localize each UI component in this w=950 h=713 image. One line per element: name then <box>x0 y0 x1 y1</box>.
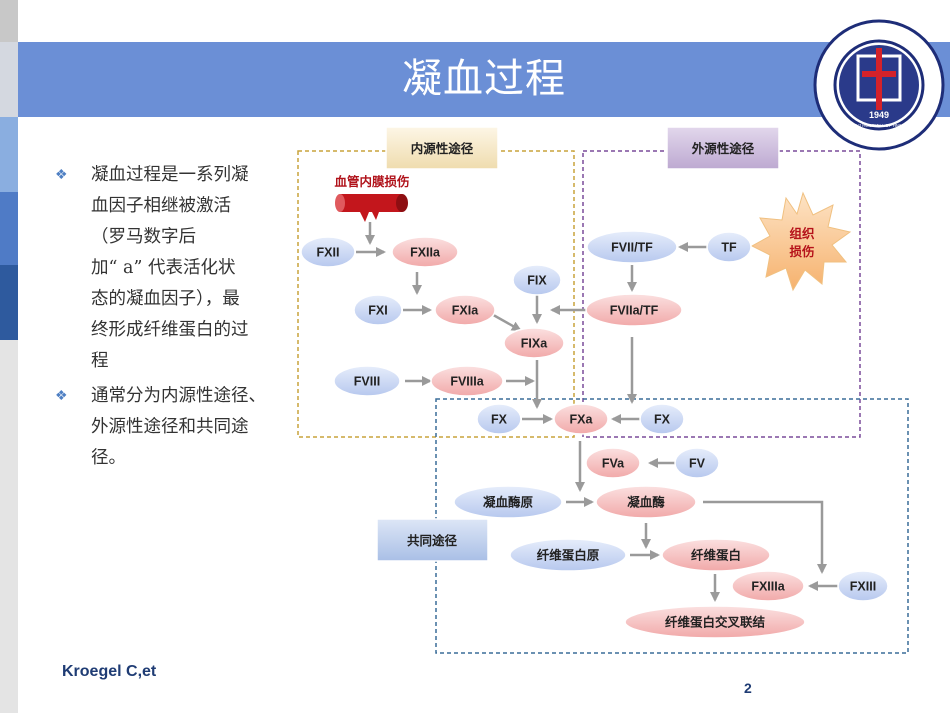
svg-text:TF: TF <box>721 241 737 255</box>
slide-title: 凝血过程 <box>402 56 566 102</box>
node-fxa: FXa <box>553 403 609 435</box>
bullet-text: 通常分为内源性途径、 外源性途径和共同途 径。 <box>91 386 266 468</box>
logo-subtext: 1st HOSPITAL OF HMU <box>855 123 903 128</box>
node-fixa: FIXa <box>503 327 565 359</box>
arrow-thrombin-fxiii <box>703 500 827 574</box>
bullet-text: 凝血过程是一系列凝 血因子相继被激活 （罗马数字后 加“ a” 代表活化状 态的… <box>91 165 249 371</box>
sidebar-strip-3 <box>0 117 18 192</box>
svg-text:FXIII: FXIII <box>850 580 876 594</box>
node-fviii: FVIII <box>333 365 401 397</box>
sidebar-strip-4 <box>0 192 18 265</box>
svg-text:FVIIa/TF: FVIIa/TF <box>610 304 659 318</box>
svg-text:FVII/TF: FVII/TF <box>611 241 653 255</box>
node-fxi: FXI <box>353 294 403 326</box>
sidebar-strip-5 <box>0 265 18 340</box>
bullet-item: ❖ 通常分为内源性途径、 外源性途径和共同途 径。 <box>55 381 305 474</box>
svg-text:FXa: FXa <box>570 413 594 427</box>
node-fxiiia: FXIIIa <box>731 570 805 602</box>
extrinsic-label-box <box>666 126 780 170</box>
node-crosslinked-fibrin: 纤维蛋白交叉联结 <box>624 605 806 639</box>
hospital-logo: 1949 1st HOSPITAL OF HMU <box>813 19 945 151</box>
svg-text:FVIII: FVIII <box>354 375 380 389</box>
svg-text:FXIa: FXIa <box>452 304 479 318</box>
svg-text:纤维蛋白: 纤维蛋白 <box>691 548 741 563</box>
diamond-bullet-icon: ❖ <box>55 388 68 404</box>
node-fix: FIX <box>512 264 562 296</box>
arrows <box>356 222 838 602</box>
node-fvii-tf: FVII/TF <box>586 230 678 264</box>
bullet-item: ❖ 凝血过程是一系列凝 血因子相继被激活 （罗马数字后 加“ a” 代表活化状 … <box>55 160 305 377</box>
intrinsic-label-box <box>385 126 499 170</box>
node-fviiia: FVIIIa <box>430 365 504 397</box>
intrinsic-label: 内源性途径 <box>411 141 474 156</box>
svg-text:FX: FX <box>654 413 671 427</box>
sidebar-strip-6 <box>0 340 18 713</box>
node-fibrinogen: 纤维蛋白原 <box>509 538 627 572</box>
svg-text:纤维蛋白原: 纤维蛋白原 <box>537 548 600 563</box>
svg-text:凝血酶原: 凝血酶原 <box>483 495 534 510</box>
sidebar-strip-1 <box>0 0 18 42</box>
tissue-injury-star: 组织损伤 <box>750 191 852 292</box>
node-fv: FV <box>674 447 720 479</box>
logo-year: 1949 <box>869 110 889 120</box>
extrinsic-region <box>582 150 861 438</box>
vessel-injury-label: 血管内膜损伤 <box>334 174 409 189</box>
svg-text:FXI: FXI <box>368 304 387 318</box>
tissue-injury-label: 组织损伤 <box>789 226 815 259</box>
svg-text:FIX: FIX <box>527 274 547 288</box>
svg-text:FXII: FXII <box>317 246 340 260</box>
bullet-list: ❖ 凝血过程是一系列凝 血因子相继被激活 （罗马数字后 加“ a” 代表活化状 … <box>55 160 305 478</box>
common-label-box <box>376 518 489 562</box>
page-number: 2 <box>744 680 752 696</box>
svg-text:FVIIIa: FVIIIa <box>450 375 484 389</box>
node-fibrin: 纤维蛋白 <box>661 538 771 572</box>
svg-text:纤维蛋白交叉联结: 纤维蛋白交叉联结 <box>665 615 766 630</box>
node-fx-right: FX <box>639 403 685 435</box>
node-prothrombin: 凝血酶原 <box>453 485 563 519</box>
blood-vessel-icon <box>335 194 408 222</box>
node-tf: TF <box>706 231 752 263</box>
node-fva: FVa <box>585 447 641 479</box>
svg-text:FIXa: FIXa <box>521 337 548 351</box>
diamond-bullet-icon: ❖ <box>55 167 68 183</box>
sidebar-strip-2 <box>0 42 18 117</box>
svg-text:FV: FV <box>689 457 706 471</box>
node-fviia-tf: FVIIa/TF <box>585 293 683 327</box>
extrinsic-label: 外源性途径 <box>691 141 755 156</box>
node-thrombin: 凝血酶 <box>595 485 697 519</box>
node-fxiii: FXIII <box>837 570 889 602</box>
svg-text:FXIIIa: FXIIIa <box>751 580 785 594</box>
node-fxia: FXIa <box>434 294 496 326</box>
svg-text:FX: FX <box>491 413 508 427</box>
node-fxiia: FXIIa <box>391 236 459 268</box>
common-label: 共同途径 <box>407 533 458 548</box>
node-fx-left: FX <box>476 403 522 435</box>
svg-text:凝血酶: 凝血酶 <box>627 495 665 510</box>
node-fxii: FXII <box>300 236 356 268</box>
citation: Kroegel C,et <box>62 663 157 680</box>
svg-text:FXIIa: FXIIa <box>410 246 441 260</box>
svg-text:FVa: FVa <box>602 457 625 471</box>
title-bar: 凝血过程 <box>18 42 950 117</box>
